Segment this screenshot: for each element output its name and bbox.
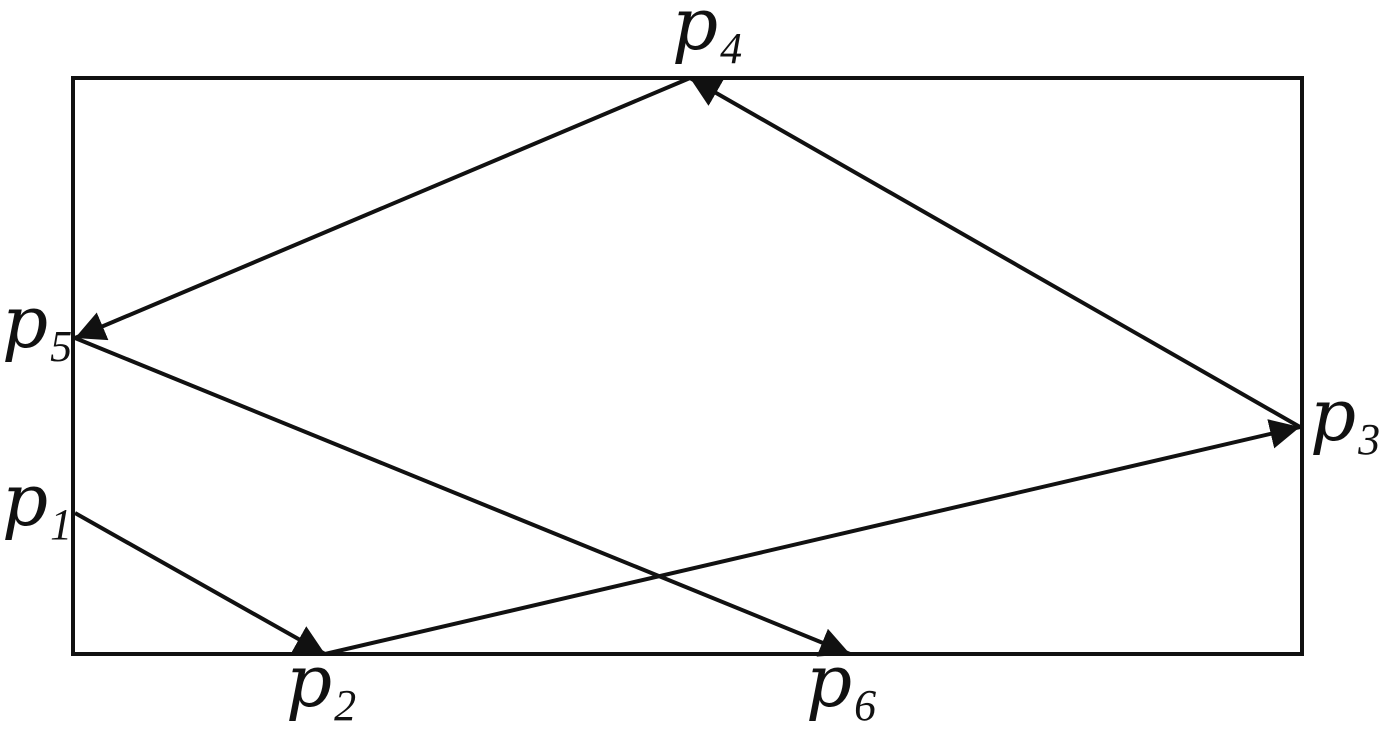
label-p2: p2 <box>286 639 356 730</box>
path-segments <box>74 76 1301 657</box>
segment-p3-to-p4 <box>689 76 1301 429</box>
segment-p2-to-p3 <box>324 419 1301 656</box>
label-p3: p3 <box>1310 373 1379 464</box>
label-p1: p1 <box>2 458 72 549</box>
segment-p5-to-p6 <box>74 336 851 657</box>
label-p6: p6 <box>806 639 876 730</box>
label-p1-subscript: 1 <box>50 500 72 549</box>
label-p4-subscript: 4 <box>720 24 742 73</box>
segment-p4-to-p5 <box>74 76 691 341</box>
label-p3-subscript: 3 <box>1357 415 1379 464</box>
label-p5: p5 <box>2 280 72 371</box>
label-p6-subscript: 6 <box>854 681 876 730</box>
segment-p1-to-p2 <box>74 511 326 656</box>
label-p4: p4 <box>672 0 742 73</box>
label-p2-subscript: 2 <box>334 681 356 730</box>
label-p5-subscript: 5 <box>50 322 72 371</box>
